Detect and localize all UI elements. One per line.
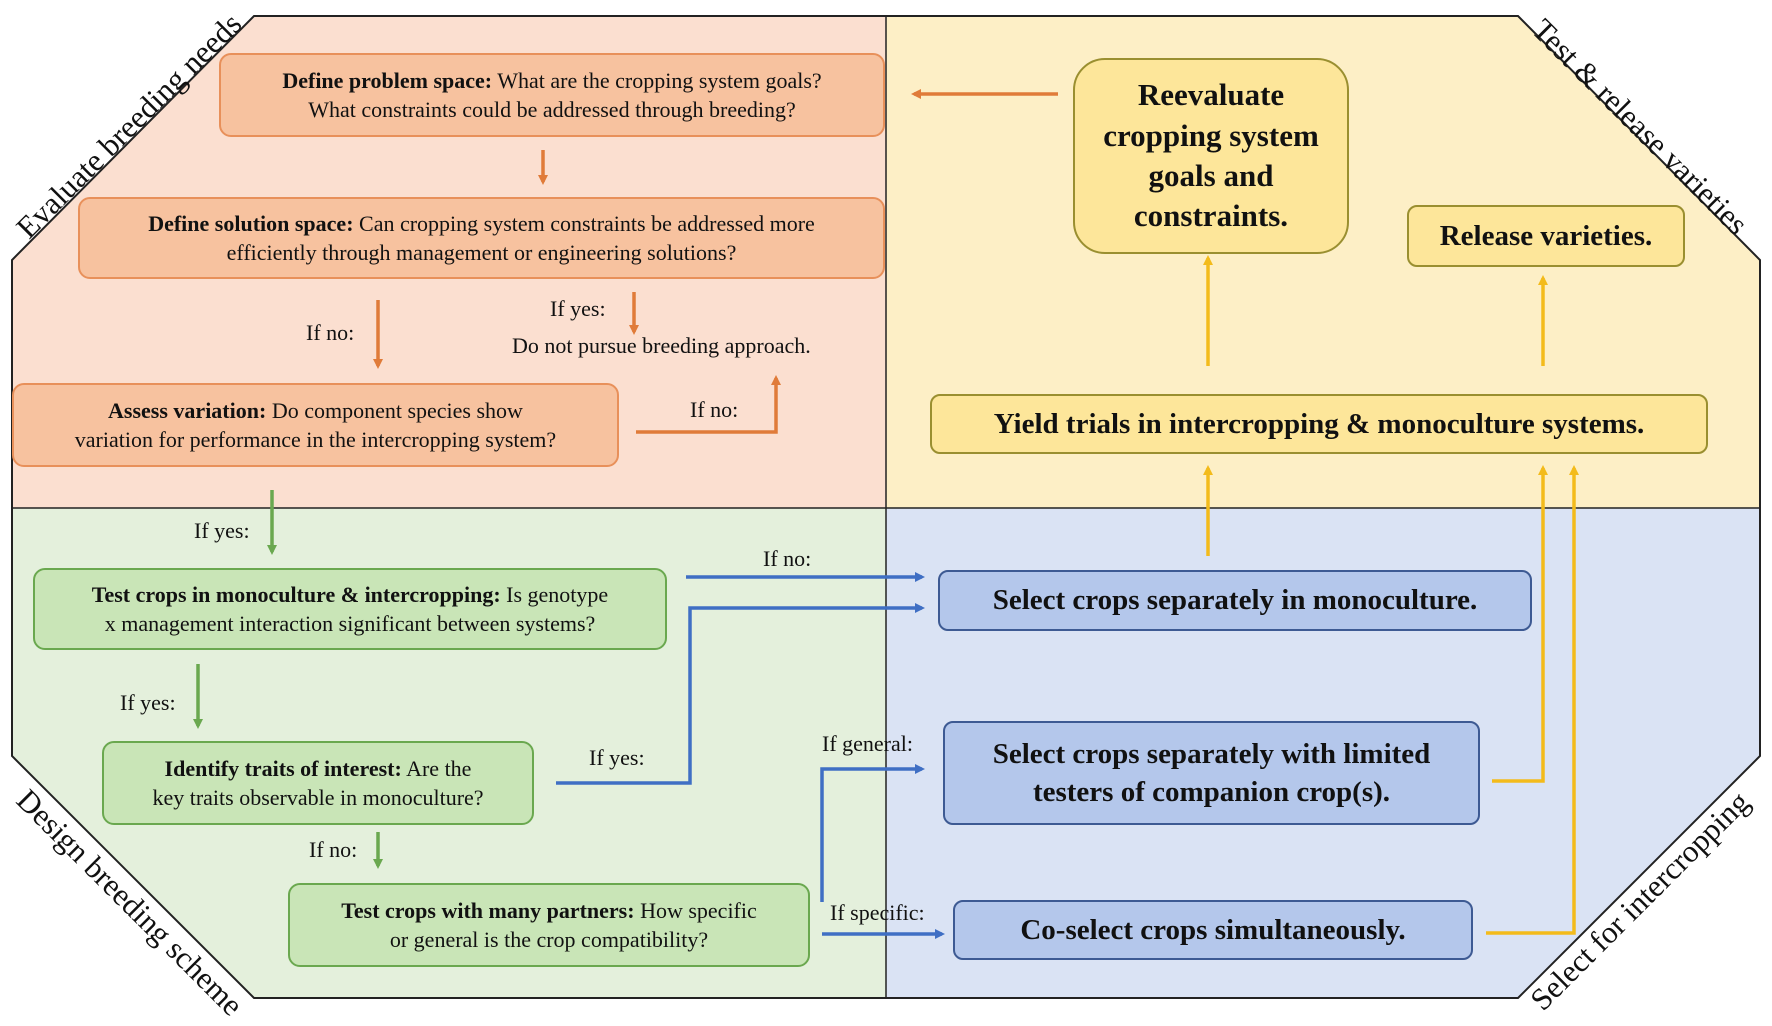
label-if-yes-solution: If yes:: [550, 296, 606, 321]
box-identify-traits: Identify traits of interest: Are the key…: [102, 741, 534, 825]
traits-text-2: key traits observable in monoculture?: [152, 785, 484, 810]
reevaluate-line-1: Reevaluate: [1137, 77, 1285, 113]
label-if-no-variation: If no:: [690, 397, 739, 422]
partners-text: How specific: [640, 897, 757, 923]
problem-title: Define problem space:: [282, 67, 493, 93]
box-select-testers: Select crops separately with limited tes…: [943, 721, 1480, 825]
box-define-problem-space: Define problem space: What are the cropp…: [219, 53, 885, 137]
variation-text-2: variation for performance in the intercr…: [74, 427, 557, 452]
text-no-breeding: Do not pursue breeding approach.: [512, 333, 811, 358]
box-yield-trials: Yield trials in intercropping & monocult…: [930, 394, 1708, 454]
problem-text-2: What constraints could be addressed thro…: [308, 97, 796, 122]
label-if-yes-variation: If yes:: [194, 518, 250, 543]
reevaluate-line-3: goals and: [1148, 158, 1274, 193]
partners-title: Test crops with many partners:: [341, 897, 635, 923]
box-many-partners: Test crops with many partners: How speci…: [288, 883, 810, 967]
box-coselect: Co-select crops simultaneously.: [953, 900, 1473, 960]
box-reevaluate: Reevaluate cropping system goals and con…: [1073, 58, 1349, 254]
label-if-no-solution: If no:: [306, 320, 355, 345]
solution-text-2: efficiently through management or engine…: [226, 240, 737, 265]
traits-title: Identify traits of interest:: [164, 755, 402, 781]
testers-line-1: Select crops separately with limited: [992, 737, 1431, 770]
label-if-yes-traits: If yes:: [589, 745, 645, 770]
label-if-yes-test: If yes:: [120, 690, 176, 715]
label-if-no-traits: If no:: [309, 837, 358, 862]
reevaluate-line-4: constraints.: [1133, 198, 1289, 234]
label-if-no-test: If no:: [763, 546, 812, 571]
arrow-testers-to-yield: [1492, 465, 1548, 783]
box-select-monoculture: Select crops separately in monoculture.: [938, 570, 1532, 631]
test-title: Test crops in monoculture & intercroppin…: [91, 581, 501, 607]
variation-title: Assess variation:: [108, 397, 267, 423]
variation-text: Do component species show: [271, 397, 523, 423]
box-define-solution-space: Define solution space: Can cropping syst…: [78, 197, 885, 279]
label-if-specific: If specific:: [830, 900, 925, 925]
arrow-variation-no: [636, 375, 781, 434]
test-text: Is genotype: [506, 581, 609, 607]
reevaluate-line-2: cropping system: [1103, 117, 1319, 153]
testers-line-2: testers of companion crop(s).: [1032, 776, 1391, 808]
arrow-coselect-to-yield: [1486, 465, 1579, 935]
traits-text: Are the: [406, 755, 472, 781]
box-test-mono-intercropping: Test crops in monoculture & intercroppin…: [33, 568, 667, 650]
label-if-general: If general:: [822, 731, 913, 756]
test-text-2: x management interaction significant bet…: [104, 611, 596, 636]
box-release-varieties: Release varieties.: [1407, 205, 1685, 267]
box-assess-variation: Assess variation: Do component species s…: [12, 383, 619, 467]
arrow-general: [820, 764, 925, 902]
arrow-traits-yes: [556, 603, 925, 785]
solution-title: Define solution space:: [148, 210, 354, 236]
partners-text-2: or general is the crop compatibility?: [389, 927, 709, 952]
problem-text: What are the cropping system goals?: [497, 67, 822, 93]
solution-text: Can cropping system constraints be addre…: [359, 210, 815, 236]
